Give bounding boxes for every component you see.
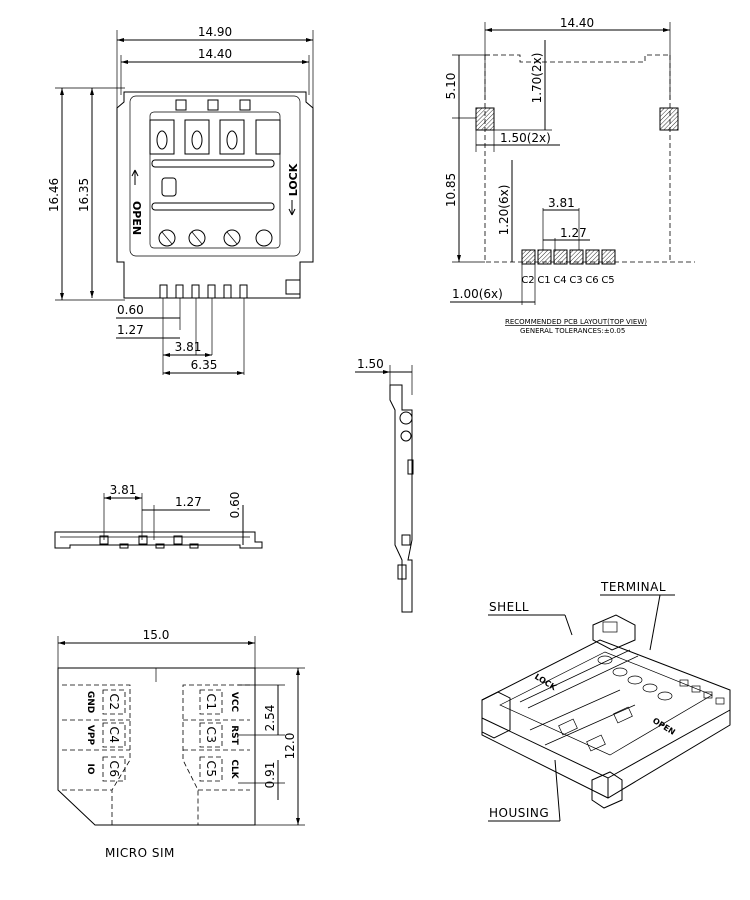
pcb-width-label: 14.40 [560, 16, 594, 30]
top-pitch-a-label: 1.27 [117, 323, 144, 337]
front-view: 3.81 1.27 0.60 [54, 483, 263, 549]
sim-signal-label: CLK [229, 759, 239, 779]
pcb-pad-label: C1 [537, 275, 550, 286]
iso-open-text: OPEN [651, 716, 677, 737]
pcb-tolerance: GENERAL TOLERANCES:±0.05 [520, 327, 625, 335]
top-view: 14.90 14.40 16.46 16.35 [47, 25, 314, 375]
shell-callout: SHELL [489, 600, 529, 614]
sim-contact-label: C6 [107, 760, 121, 777]
sim-signal-label: GND [85, 691, 95, 713]
housing-callout: HOUSING [489, 806, 549, 820]
isometric-view: SHELL TERMINAL HOUSING [481, 580, 731, 822]
side-view: 1.50 [355, 357, 414, 613]
sim-width-label: 15.0 [143, 628, 170, 642]
top-height-inner-label: 16.35 [77, 178, 91, 212]
sim-contact-label: C5 [204, 760, 218, 777]
front-pitch-a-label: 3.81 [110, 483, 137, 497]
sim-caption: MICRO SIM [105, 846, 175, 860]
pcb-pad-width-label: 1.00(6x) [452, 287, 503, 301]
pcb-pad-label: C6 [585, 275, 598, 286]
pcb-pad-height-label: 1.20(6x) [497, 185, 511, 236]
sim-signal-label: IO [85, 764, 95, 775]
sim-signal-label: RST [229, 725, 239, 745]
sim-signal-label: VPP [85, 725, 95, 746]
pcb-pitch-wide-label: 3.81 [548, 196, 575, 210]
pcb-pad-label: C2 [521, 275, 534, 286]
pcb-top-offset-label: 5.10 [444, 73, 458, 100]
pcb-pad-label: C3 [569, 275, 582, 286]
pcb-pitch-narrow-label: 1.27 [560, 226, 587, 240]
sim-pitch-label: 2.54 [263, 705, 277, 732]
front-pitch-b-label: 1.27 [175, 495, 202, 509]
front-height-label: 0.60 [228, 492, 242, 519]
sim-offset-label: 0.91 [263, 762, 277, 789]
top-height-outer-label: 16.46 [47, 178, 61, 212]
top-pitch-b-label: 3.81 [175, 340, 202, 354]
top-width-outer-label: 14.90 [198, 25, 232, 39]
pcb-pad-offset-label: 10.85 [444, 173, 458, 207]
pcb-pad-label: C5 [601, 275, 614, 286]
sim-contact-label: C1 [204, 693, 218, 710]
pcb-layout: 14.40 5.10 10.85 1.70(2x) 1.50(2x) 1.20(… [444, 16, 695, 335]
top-pitch-c-label: 6.35 [191, 358, 218, 372]
sim-contact-label: C4 [107, 726, 121, 743]
pcb-title: RECOMMENDED PCB LAYOUT(TOP VIEW) [505, 318, 647, 326]
side-thickness-label: 1.50 [357, 357, 384, 371]
terminal-callout: TERMINAL [600, 580, 666, 594]
pcb-pad-label: C4 [553, 275, 566, 286]
sim-height-label: 12.0 [283, 733, 297, 760]
sim-signal-label: VCC [229, 692, 239, 713]
sim-contact-label: C2 [107, 693, 121, 710]
pcb-tab-width-label: 1.50(2x) [500, 131, 551, 145]
top-lock-text: LOCK [287, 163, 300, 196]
pcb-tab-height-label: 1.70(2x) [530, 53, 544, 104]
sim-contact-label: C3 [204, 726, 218, 743]
top-pitch-small-label: 0.60 [117, 303, 144, 317]
top-width-inner-label: 14.40 [198, 47, 232, 61]
micro-sim: 15.0 12.0 C2 C4 C6 C1 C3 C5 GND VPP IO V… [57, 628, 305, 860]
top-open-text: OPEN [130, 201, 143, 235]
